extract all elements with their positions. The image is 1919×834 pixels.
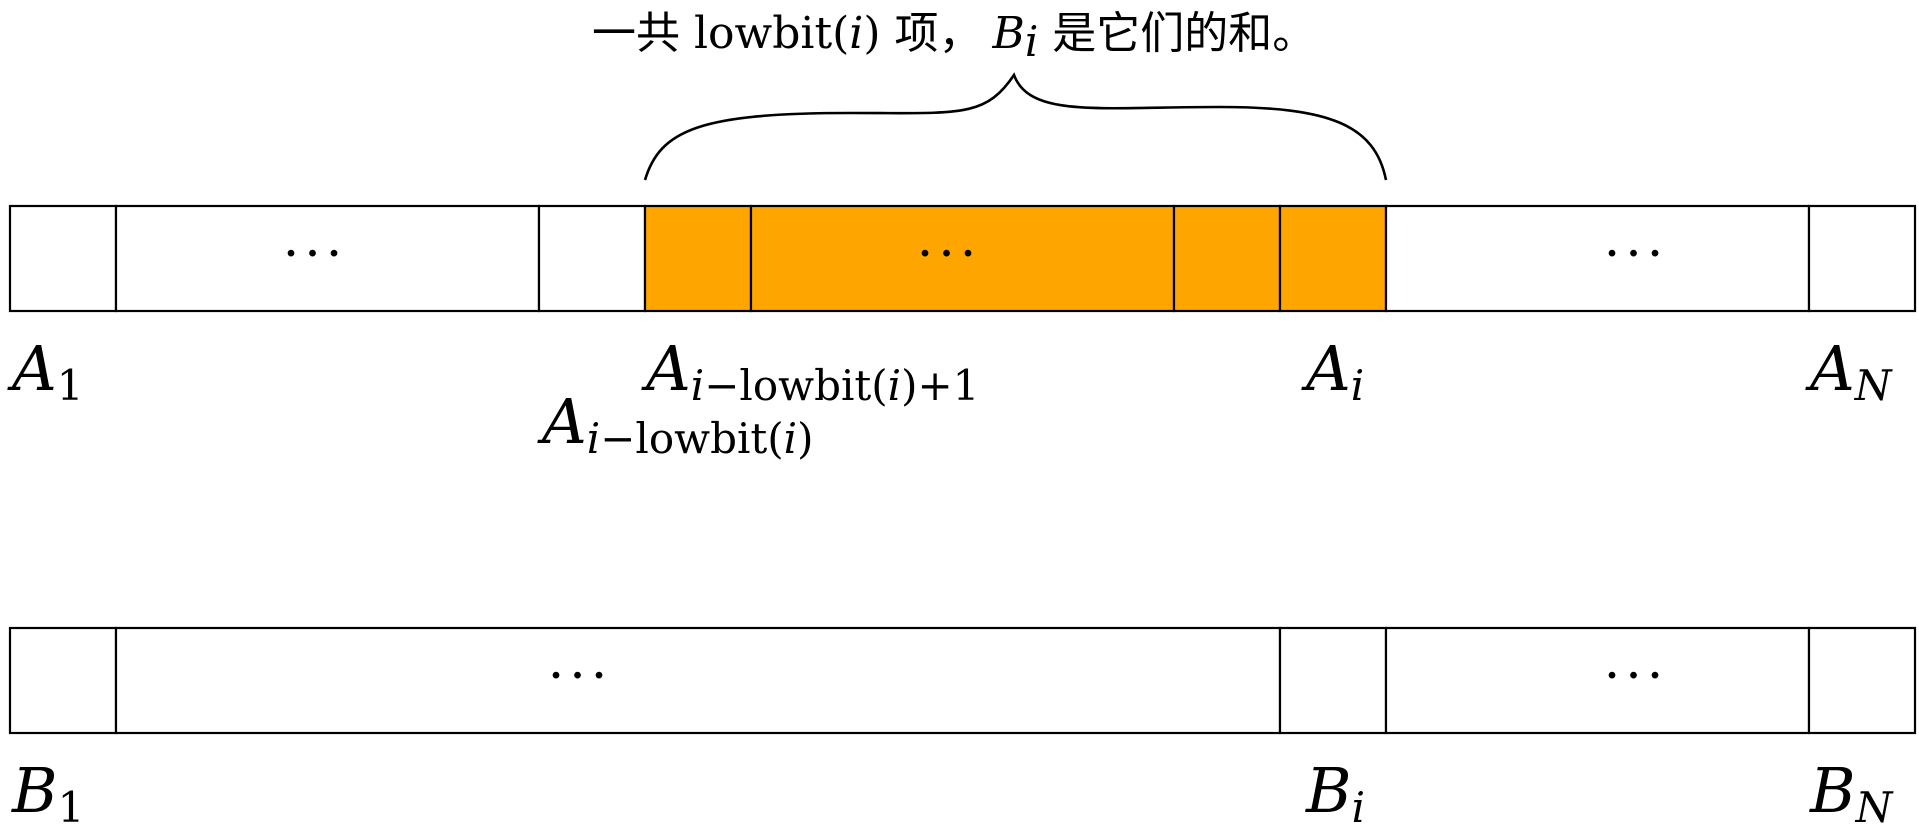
label-a-range-start: Ai−lowbit(i)+1 (641, 332, 979, 410)
cell-a-n (1807, 204, 1917, 313)
label-b-1: B1 (11, 754, 84, 832)
label-a-i: Ai (1301, 332, 1364, 410)
cell-a-prev (537, 204, 647, 313)
cell-b-i (1278, 626, 1388, 735)
cell-b-n (1807, 626, 1917, 735)
cell-b-1 (8, 626, 118, 735)
label-a-prev: Ai−lowbit(i) (537, 385, 814, 463)
cell-a-range-before-last (1172, 204, 1282, 313)
label-a-n: AN (1805, 332, 1893, 410)
label-a-1: A1 (7, 332, 84, 410)
cell-b-ellipsis-left (114, 626, 1282, 735)
cell-a-range-start (643, 204, 753, 313)
cell-a-i (1278, 204, 1388, 313)
cell-a-ellipsis-right (1384, 204, 1811, 313)
array-b-row: ··· ··· (8, 626, 1917, 735)
ellipsis-a-middle: ··· (919, 233, 984, 275)
label-b-n: BN (1809, 754, 1894, 832)
label-b-i: Bi (1305, 754, 1365, 832)
curly-brace (643, 72, 1388, 181)
ellipsis-a-right: ··· (1606, 233, 1671, 275)
cell-b-ellipsis-right (1384, 626, 1811, 735)
cell-a-ellipsis-left (114, 204, 541, 313)
brace-caption: 一共 lowbit(i) 项，Bi 是它们的和。 (592, 8, 1316, 66)
cell-a-1 (8, 204, 118, 313)
ellipsis-b-right: ··· (1606, 655, 1671, 697)
cell-a-range-ellipsis (749, 204, 1176, 313)
ellipsis-a-left: ··· (285, 233, 350, 275)
array-a-row: ··· ··· ··· (8, 204, 1917, 313)
ellipsis-b-left: ··· (550, 655, 615, 697)
